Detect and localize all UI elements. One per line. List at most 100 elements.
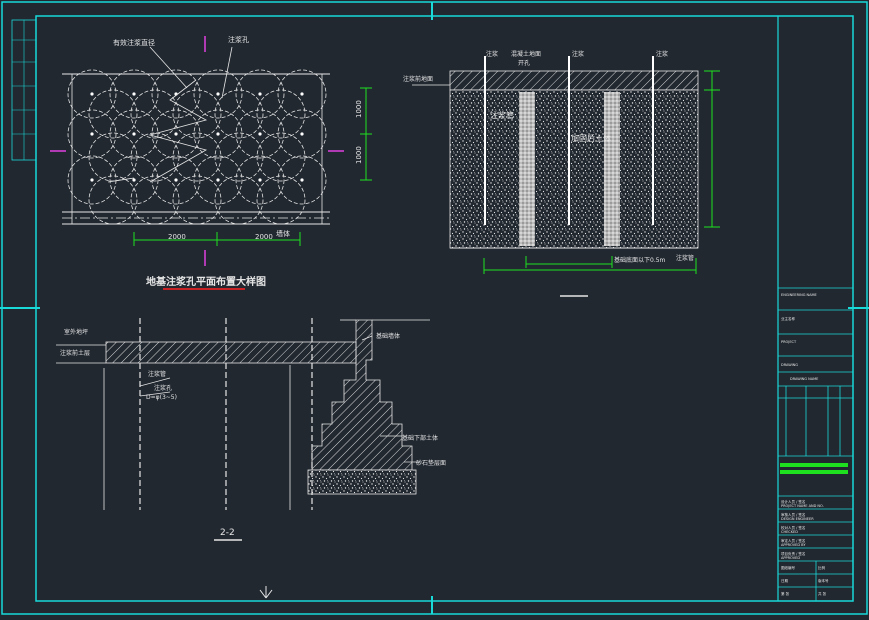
section-label-zone2: 加固后土体	[571, 133, 611, 143]
grout-hole	[300, 92, 304, 96]
plan-dim-x1: 2000	[168, 233, 186, 241]
grout-circle	[130, 132, 180, 182]
grout-circle	[277, 69, 327, 119]
ucs-icon	[259, 586, 273, 599]
s22-label-b: 注浆前土层	[60, 349, 90, 357]
grout-circle	[88, 132, 138, 182]
tb-row-2: 审核人员 / 签名	[781, 512, 805, 517]
plan-dim-y2: 1000	[355, 146, 363, 164]
plan-label-pile: 有效注浆直径	[113, 38, 155, 47]
grout-hole	[132, 132, 136, 136]
tb-b4: 版本号	[818, 578, 829, 583]
section-label-bottom2: 注浆管	[676, 254, 694, 262]
grout-hole	[90, 92, 94, 96]
tb-b3: 日期	[781, 578, 789, 583]
tb-r5: DRAWING NAME	[790, 377, 818, 381]
grout-circle	[256, 89, 306, 139]
tb-row-1: PROJECT NAME AND NO.	[781, 504, 824, 508]
grout-circle	[256, 175, 306, 225]
tb-b6: 共 张	[818, 591, 827, 596]
grout-hole	[258, 178, 262, 182]
s22-label-base: 砂石垫层面	[416, 459, 446, 467]
tb-r2: 业主名称	[781, 316, 795, 321]
tb-row-7: APPROVED BY	[781, 543, 806, 547]
section-label-sub1: 开孔	[518, 59, 530, 67]
grout-circle	[172, 132, 222, 182]
grout-circle	[214, 175, 264, 225]
tb-b2: 比例	[818, 565, 826, 570]
s22-label-d: 注浆孔	[154, 384, 172, 392]
grout-circle	[130, 175, 180, 225]
section-label-l3: 注浆	[572, 50, 584, 58]
grout-hole	[300, 178, 304, 182]
plan-label-hole: 注浆孔	[228, 35, 249, 44]
tb-r4: DRAWING	[781, 363, 798, 367]
grout-circle	[193, 69, 243, 119]
section-label-bottom1: 基础底面以下0.5m	[614, 256, 666, 264]
grout-hole	[216, 178, 220, 182]
plan-dim-y1: 1000	[355, 100, 363, 118]
title-block: ENGINEERING NAME 业主名称 PROJECT DRAWING DR…	[777, 16, 853, 601]
tb-row-3: DESIGN ENGINEER	[781, 517, 814, 521]
section-2-2: 室外地坪 注浆前土层 注浆管 注浆孔 D=φ(3~5) 基础墙体 基础下部土体 …	[56, 318, 446, 541]
tb-row-5: CHECKED	[781, 530, 798, 534]
s22-label-found: 基础下部土体	[402, 434, 438, 442]
tb-row-9: APPROVED	[781, 556, 800, 560]
grout-circle	[67, 109, 117, 159]
grout-hole	[216, 132, 220, 136]
grout-circle	[235, 69, 285, 119]
grout-circle	[172, 175, 222, 225]
grout-circle	[172, 89, 222, 139]
grout-hole	[258, 132, 262, 136]
grout-circle	[109, 109, 159, 159]
grout-circle	[130, 89, 180, 139]
plan-view: 有效注浆直径 注浆孔 墙体 2000 2000 1000 1000 地基注浆孔平…	[50, 35, 372, 290]
grout-hole	[216, 92, 220, 96]
grout-circle	[277, 155, 327, 205]
tb-r3: PROJECT	[781, 340, 797, 344]
tb-b1: 图纸编号	[781, 565, 795, 570]
plan-label-wall: 墙体	[276, 229, 290, 238]
section-label-l1: 注浆	[486, 50, 498, 58]
s22-label-a: 室外地坪	[64, 328, 88, 336]
s22-label-c: 注浆管	[148, 370, 166, 378]
grout-circle	[235, 155, 285, 205]
grout-circle	[88, 89, 138, 139]
section-label-l2: 混凝土地面	[511, 50, 541, 58]
grout-hole	[90, 132, 94, 136]
grout-circle	[193, 155, 243, 205]
tb-r1: ENGINEERING NAME	[781, 293, 817, 297]
tb-b5: 第 张	[781, 591, 790, 596]
grout-hole	[258, 92, 262, 96]
grout-hole	[300, 132, 304, 136]
tb-row-4: 校对人员 / 签名	[781, 525, 805, 530]
grout-circle	[109, 69, 159, 119]
grout-circle	[214, 132, 264, 182]
grout-hole	[132, 178, 136, 182]
grout-circle	[67, 155, 117, 205]
grout-circle	[109, 155, 159, 205]
tb-row-6: 审定人员 / 签名	[781, 538, 805, 543]
grout-circle	[193, 109, 243, 159]
grout-circle	[88, 175, 138, 225]
tb-row-8: 项目负责 / 签名	[781, 551, 805, 556]
section-label-zone1: 注浆管	[490, 110, 514, 120]
s22-title: 2-2	[220, 528, 235, 538]
plan-dim-x2: 2000	[255, 233, 273, 241]
grout-hole	[132, 92, 136, 96]
grout-hole	[90, 178, 94, 182]
inner-frame	[35, 15, 854, 602]
section-label-fill: 注浆前地面	[403, 75, 433, 83]
grout-circle	[256, 132, 306, 182]
grout-circle	[151, 155, 201, 205]
section-view: 注浆 混凝土地面 注浆 注浆 开孔 注浆前地面 注浆管 加固后土体 基础底面以下…	[403, 50, 720, 297]
grout-hole	[174, 178, 178, 182]
s22-label-wall: 基础墙体	[376, 332, 400, 340]
grout-hole	[174, 132, 178, 136]
section-label-l4: 注浆	[656, 50, 668, 58]
grout-circle	[151, 109, 201, 159]
grout-circle	[277, 109, 327, 159]
